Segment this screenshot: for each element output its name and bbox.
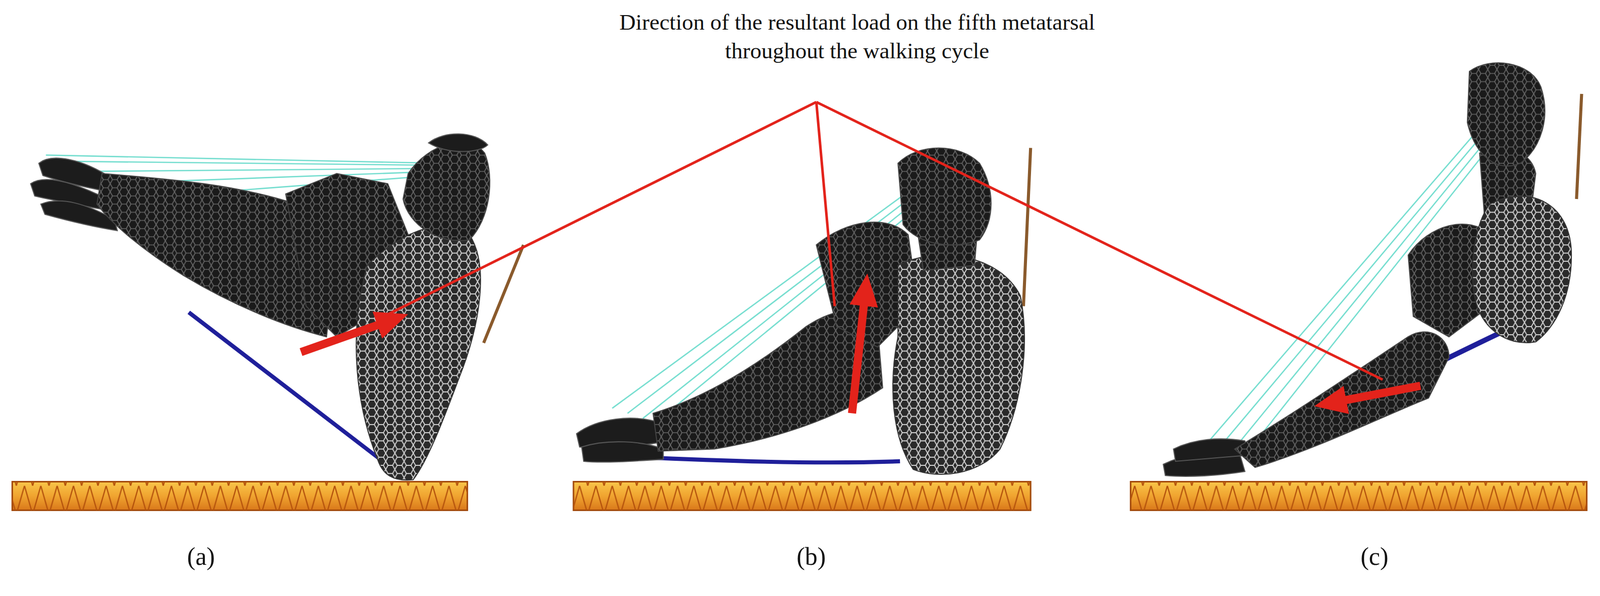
navicular-bone (1467, 62, 1545, 166)
load-arrow (1334, 385, 1421, 403)
leader-line (379, 101, 817, 319)
foot-model-heel-rise (1163, 62, 1582, 477)
metatarsal-bones (1234, 331, 1450, 468)
calcaneus-bone (892, 255, 1025, 475)
calcaneus-bone (1472, 196, 1572, 343)
foot-model-heel-strike (30, 134, 524, 481)
ground-plate (573, 481, 1031, 511)
panel-label: (b) (796, 542, 826, 570)
leader-line (816, 101, 1384, 380)
leader-lines (379, 101, 1383, 380)
panel-label: (c) (1360, 542, 1389, 570)
ground-plate-mesh (12, 481, 468, 511)
tibia-end (428, 134, 488, 152)
tendon-line (81, 168, 439, 172)
tendon-line (61, 161, 441, 166)
ground-plate (12, 481, 468, 511)
load-arrow (852, 293, 866, 414)
ground-plate-mesh (573, 481, 1031, 511)
panel-label: (a) (187, 542, 216, 570)
ground-plate (1130, 481, 1587, 511)
foot-model-mid-stance (576, 147, 1031, 475)
leg-segment (1023, 147, 1031, 306)
calcaneus-bone (356, 226, 481, 480)
ground-plates (12, 481, 1587, 511)
talus-bone (403, 142, 491, 241)
load-arrow (300, 320, 389, 353)
ground-plate-mesh (1130, 481, 1587, 511)
callout-text: Direction of the resultant load on the f… (606, 8, 1109, 66)
load-arrows (300, 293, 1421, 414)
phalanx-bone (581, 441, 664, 462)
navicular-bone (897, 147, 991, 245)
leg-segment (1576, 93, 1582, 199)
leader-line (816, 101, 836, 306)
leg-segment (483, 244, 524, 343)
